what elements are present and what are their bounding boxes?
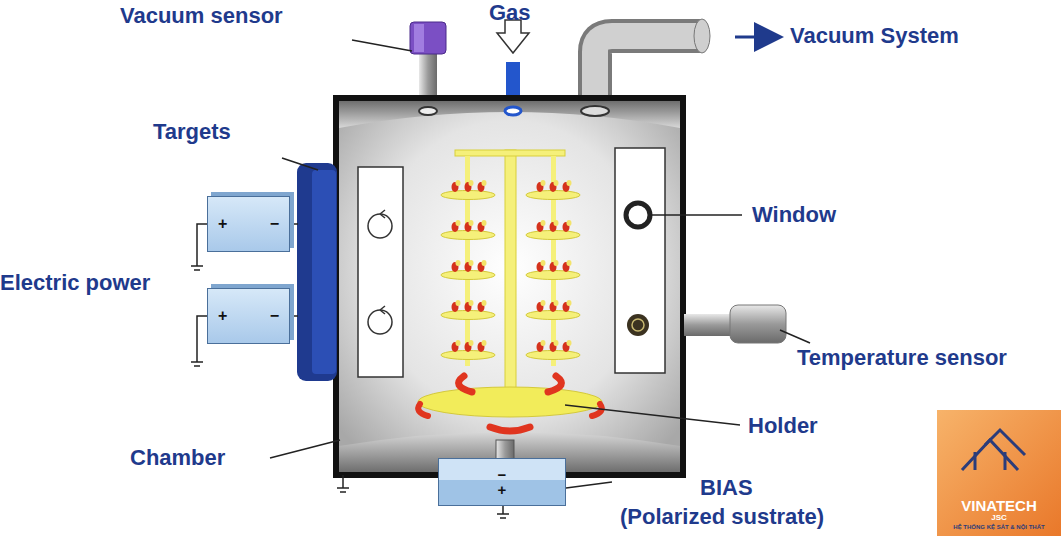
window-label: Window — [752, 203, 836, 227]
terminal-sign: − — [498, 467, 507, 482]
holder-tier — [554, 340, 559, 346]
holder-tier — [541, 300, 546, 306]
electric-power-label: Electric power — [0, 271, 150, 295]
holder-tier — [456, 260, 461, 266]
holder-tier — [554, 220, 559, 226]
holder-tier — [567, 300, 572, 306]
terminal-sign: − — [270, 308, 279, 324]
holder-tier — [554, 300, 559, 306]
holder-tier — [554, 180, 559, 186]
holder-tier — [456, 220, 461, 226]
targets-label: Targets — [153, 120, 231, 144]
terminal-sign: + — [218, 216, 227, 232]
bias-sub-label: (Polarized sustrate) — [620, 505, 824, 529]
terminal-sign: + — [498, 482, 507, 497]
holder-tier — [567, 180, 572, 186]
power-supply-box: +− — [207, 196, 290, 252]
holder-tier — [469, 220, 474, 226]
holder-label: Holder — [748, 414, 818, 438]
holder-tier — [482, 220, 487, 226]
watermark-logo: VINATECHJSC HỆ THỐNG KỆ SẮT & NỘI THẤT — [937, 410, 1061, 536]
holder-tier — [456, 300, 461, 306]
holder-tier — [469, 260, 474, 266]
holder-tier — [482, 340, 487, 346]
temperature-sensor-label: Temperature sensor — [797, 346, 1007, 370]
bias-power-box: −+ — [438, 458, 566, 506]
holder-tier — [541, 220, 546, 226]
vacuum-system-label: Vacuum System — [790, 24, 959, 48]
holder-tier — [469, 300, 474, 306]
vacuum-sensor-label: Vacuum sensor — [120, 4, 283, 28]
watermark-text: JSC — [991, 514, 1007, 522]
bias-label: BIAS — [700, 476, 753, 500]
holder-tier — [567, 340, 572, 346]
holder-tier — [567, 220, 572, 226]
holder-tier — [541, 180, 546, 186]
holder-tier — [482, 180, 487, 186]
terminal-sign: − — [270, 216, 279, 232]
gas-label: Gas — [489, 1, 531, 25]
holder-tier — [482, 260, 487, 266]
holder-tier — [469, 340, 474, 346]
watermark-brand: VINATECH — [961, 498, 1037, 513]
holder-tier — [482, 300, 487, 306]
holder-tier — [567, 260, 572, 266]
holder-tier — [456, 340, 461, 346]
chamber-label: Chamber — [130, 446, 225, 470]
holder-tier — [554, 260, 559, 266]
holder-tier — [469, 180, 474, 186]
holder-tier — [541, 340, 546, 346]
holder-tier — [541, 260, 546, 266]
holder-tier — [456, 180, 461, 186]
watermark-text: HỆ THỐNG KỆ SẮT & NỘI THẤT — [953, 524, 1044, 530]
power-supply-box: +− — [207, 288, 290, 344]
terminal-sign: + — [218, 308, 227, 324]
